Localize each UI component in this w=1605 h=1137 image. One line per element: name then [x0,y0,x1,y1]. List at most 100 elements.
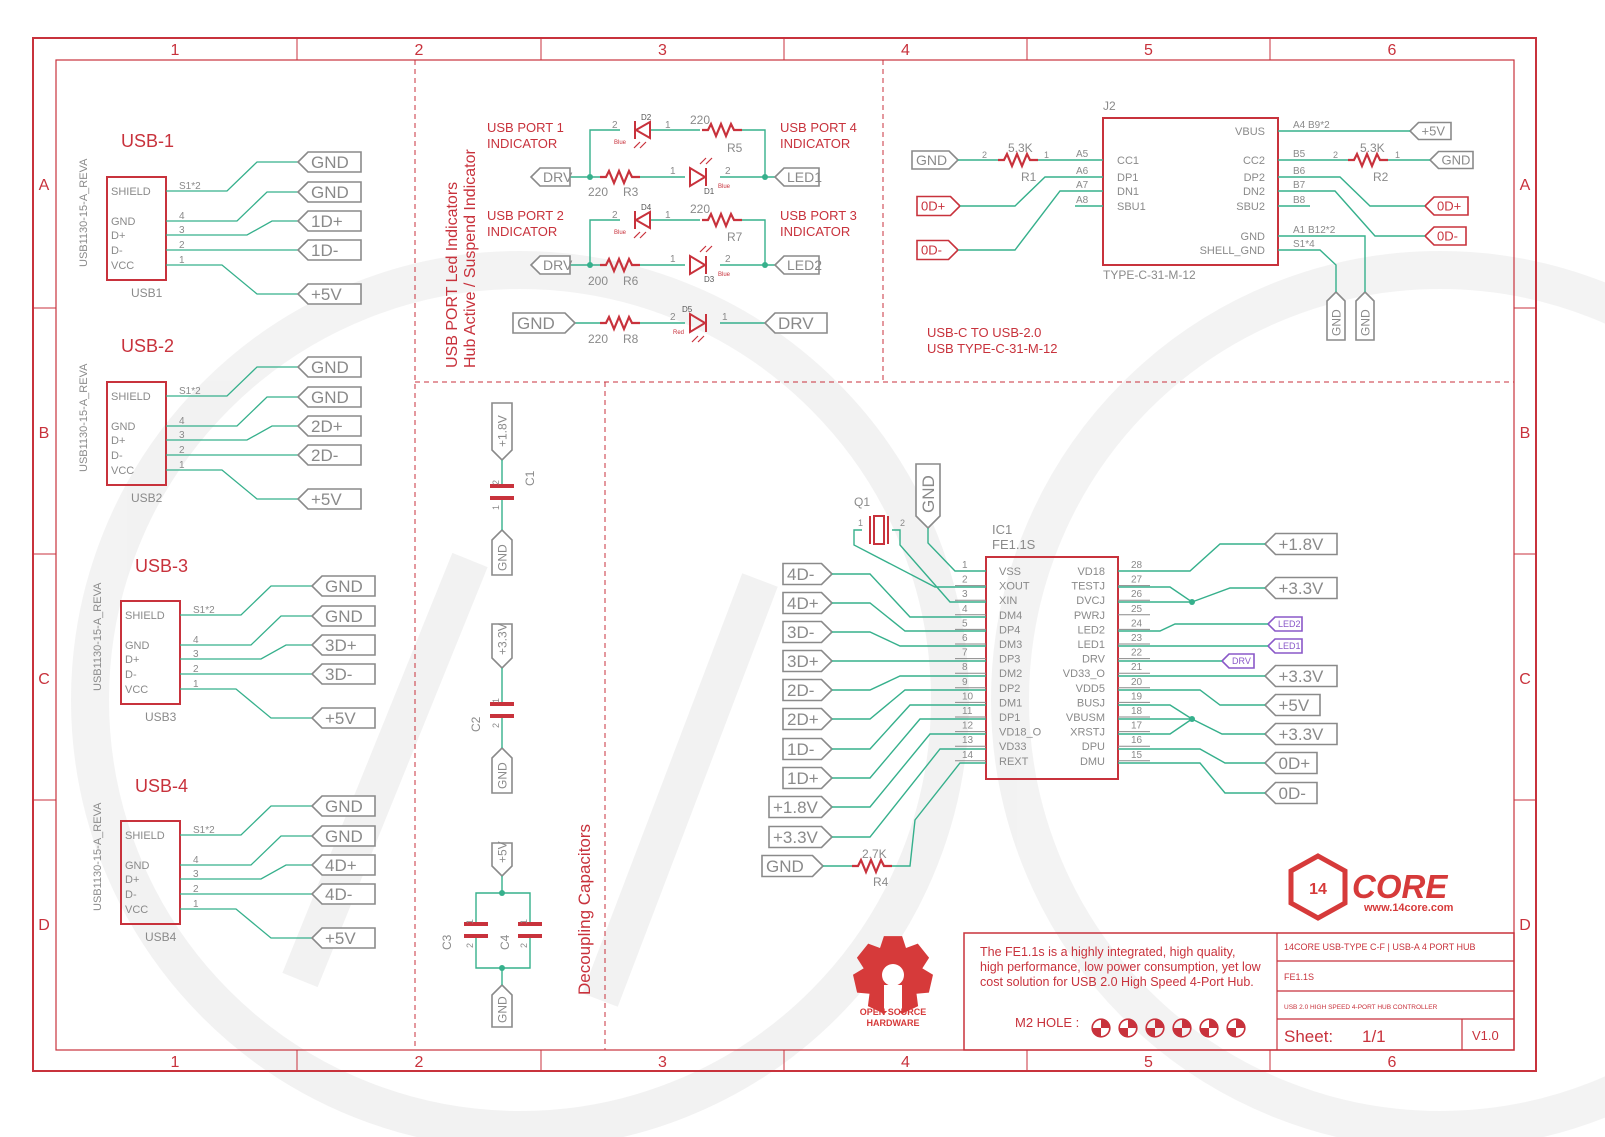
usb-port-part: USB1130-15-A_REVA [92,802,104,911]
j2-pin-label: SBU2 [1236,201,1265,213]
zone-col-label: 3 [658,42,667,59]
ic-pin-label: VD33 [999,741,1027,753]
usb-pin-label: GND [125,640,150,652]
ic-pin-label: LED2 [1077,624,1105,636]
indicator-section-subtitle: Hub Active / Suspend Indicator [462,149,479,368]
usb-pin-label: SHIELD [111,186,151,198]
usb-pin-label: VCC [111,465,134,477]
j2-pin-number: A5 [1076,149,1089,160]
ic-left-net-flag: 3D- [787,623,814,642]
osh-line2: HARDWARE [867,1018,920,1028]
q1-ref: Q1 [854,495,870,509]
j2-pin-label: DP2 [1244,172,1265,184]
r1-value: 5.3K [1008,141,1033,155]
r2-ref: R2 [1373,170,1389,184]
indicator-wires [570,129,775,324]
net-flag: 3D+ [325,636,357,655]
r6-value: 200 [588,274,608,288]
description-text: The FE1.1s is a highly integrated, high … [980,945,1262,989]
d1-pin1: 1 [670,166,676,177]
c2-pin1: 1 [491,698,501,703]
usb-port-title: USB-3 [135,556,188,576]
decoupling-capacitors: Decoupling Capacitors C1 C2 C3 C4 2 1 1 … [440,460,594,995]
net-flag: 1D+ [311,212,343,231]
ic-pin-label: REXT [999,756,1029,768]
ic-pin-number: 4 [962,604,968,615]
gnd-net-flag: GND [1442,153,1471,168]
ic-pin-number: 9 [962,677,968,688]
d5-color: Red [673,330,684,336]
project-subtitle: USB 2.0 HIGH SPEED 4-PORT HUB CONTROLLER [1284,1004,1438,1011]
ic-pin-number: 26 [1131,589,1143,600]
3v3-net-flag: +3.3V [495,623,509,655]
r1-resistor-icon [996,152,1040,168]
c3-pin1: 1 [465,919,475,924]
ic-pin-label: DM3 [999,639,1022,651]
typec-note-1: USB-C TO USB-2.0 [927,325,1041,340]
j2-pin-number: B5 [1293,149,1306,160]
ic1-part: FE1.1S [992,537,1036,552]
port4-indicator-label: USB PORT 4 [780,120,857,135]
net-flag: +5V [325,929,356,948]
d4-ref: D4 [641,203,652,212]
c2-ref: C2 [469,716,483,732]
usb-pin-label: D+ [111,435,125,447]
c3-ref: C3 [440,934,454,950]
net-flag: GND [311,183,349,202]
d2-pin2: 2 [612,120,618,131]
ic-pin-number: 18 [1131,706,1143,717]
j2-pin-label: DP1 [1117,172,1138,184]
led-d5-icon [689,312,707,343]
ic-pin-label: DP2 [999,683,1020,695]
net-flag: +5V [311,285,342,304]
r4-value: 2.7K [862,847,887,861]
ic1-ref: IC1 [992,522,1012,537]
d3-color: Blue [718,272,731,278]
gnd-net-flag: GND [495,762,509,789]
j2-pin-label: CC2 [1243,155,1265,167]
ic-pin-number: 10 [962,691,974,702]
zone-col-label: 2 [415,42,424,59]
fe11s-hub-controller: IC1 FE1.1S 1VSS28VD182XOUT27TESTJ3XIN26D… [823,495,1268,889]
net-flag: GND [311,358,349,377]
usb-pin-label: SHIELD [111,391,151,403]
r8-ref: R8 [623,332,639,346]
ic-pin-label: TESTJ [1071,581,1105,593]
ic-pin-number: 5 [962,618,968,629]
usb-pin-number: 3 [179,430,185,441]
ic-pin-number: 12 [962,721,974,732]
ic-right-net-flag: +3.3V [1279,579,1325,598]
ic-pin-label: DM2 [999,668,1022,680]
ic-right-net-flag: +3.3V [1279,667,1325,686]
net-flag: GND [325,797,363,816]
ic-right-net-flag: +1.8V [1279,535,1325,554]
core-url: www.14core.com [1363,902,1454,914]
14core-logo: 14 CORE www.14core.com [1288,853,1454,921]
led1-net-flag: LED1 [787,169,822,185]
r1-ref: R1 [1021,170,1037,184]
usb-port-part: USB1130-15-A_REVA [78,363,90,472]
5v-net-flag: +5V [495,841,509,863]
ic-pin-number: 1 [962,560,968,571]
gnd-net-flag: GND [495,996,509,1023]
j2-pin-number: A1 B12*2 [1293,225,1336,236]
usb-pin-label: SHIELD [125,830,165,842]
ic-pin-label: VD18_O [999,727,1042,739]
usb-pin-label: SHIELD [125,610,165,622]
ic-left-net-flag: 2D+ [787,710,819,729]
usb-port-ref: USB1 [131,286,163,300]
ic-pin-label: VD18 [1077,566,1105,578]
ic-pin-number: 16 [1131,735,1143,746]
net-flag: GND [311,153,349,172]
ic-pin-number: 6 [962,633,968,644]
zone-row-label: B [39,425,50,442]
5v-net-flag: +5V [1422,124,1446,139]
caps-section-title: Decoupling Capacitors [575,824,594,995]
typec-wires [958,130,1430,292]
zone-row-label: B [1520,425,1531,442]
r4-resistor-icon [850,858,894,874]
drv-net-flag: DRV [1232,656,1251,666]
